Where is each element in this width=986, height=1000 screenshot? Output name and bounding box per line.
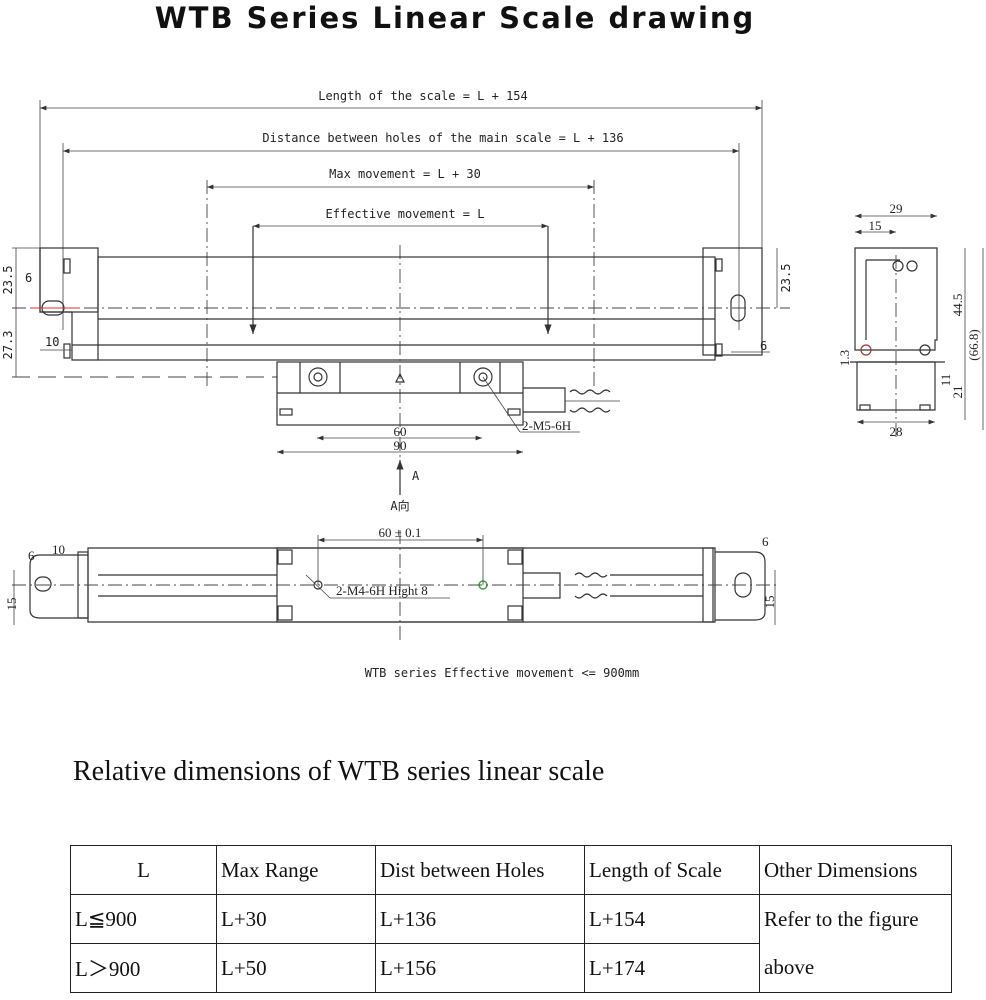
cell-dist-between-holes: L+156 <box>375 943 585 993</box>
dim-90-carriage: 90 <box>394 438 407 453</box>
drawing-title: WTB Series Linear Scale drawing <box>155 1 756 35</box>
dim-15-bottom-right: 15 <box>762 596 777 609</box>
dim-21-side: 21 <box>950 386 965 399</box>
dim-11-side: 11 <box>938 374 953 387</box>
length-of-scale-label: Length of the scale = L + 154 <box>318 89 528 103</box>
header-other-dimensions: Other Dimensions <box>759 845 952 895</box>
dim-23-5-left: 23.5 <box>1 266 15 295</box>
linear-scale-drawing: WTB Series Linear Scale drawing Length o… <box>1 1 984 680</box>
header-length-of-scale: Length of Scale <box>584 845 760 895</box>
view-a-label: A向 <box>390 498 409 513</box>
dim-60-carriage: 60 <box>394 424 407 439</box>
table-row: L≦900 L+30 L+136 L+154 Refer to the figu… <box>70 894 952 993</box>
dim-29-side: 29 <box>890 201 903 216</box>
effective-movement-label: Effective movement = L <box>326 207 485 221</box>
table-row: L＞900 L+50 L+156 L+174 <box>70 943 952 993</box>
side-view: 29 15 44.5 (66.8) 1.3 11 21 28 <box>837 201 984 440</box>
dimensions-table: L Max Range Dist between Holes Length of… <box>70 845 952 993</box>
effective-movement-caption: WTB series Effective movement <= 900mm <box>365 666 640 680</box>
view-a-marker: A <box>412 469 420 483</box>
dim-1-3-side: 1.3 <box>837 350 852 366</box>
table-header-row: L Max Range Dist between Holes Length of… <box>70 845 952 895</box>
top-dimensions: Length of the scale = L + 154 Distance b… <box>39 89 763 390</box>
header-max-range: Max Range <box>216 845 376 895</box>
dim-15-side: 15 <box>869 218 882 233</box>
dim-6-left: 6 <box>25 271 32 285</box>
cell-l: L≦900 <box>70 894 217 944</box>
dim-23-5-right: 23.5 <box>779 264 793 293</box>
cell-length-of-scale: L+154 <box>584 894 760 944</box>
cell-max-range: L+50 <box>216 943 376 993</box>
thread-m5-label: 2-M5-6H <box>522 418 571 433</box>
cell-max-range: L+30 <box>216 894 376 944</box>
dim-10-left: 10 <box>45 335 59 349</box>
dim-28-side: 28 <box>890 424 903 439</box>
bottom-view: 60 ± 0.1 2-M4-6H Hight 8 6 10 15 6 15 <box>4 525 780 640</box>
cell-dist-between-holes: L+136 <box>375 894 585 944</box>
cell-other-dimensions: Refer to the figure above <box>759 894 952 993</box>
dim-15-bottom-left: 15 <box>4 598 19 611</box>
distance-between-holes-label: Distance between holes of the main scale… <box>262 131 623 145</box>
max-movement-label: Max movement = L + 30 <box>329 167 481 181</box>
thread-m4-label: 2-M4-6H Hight 8 <box>336 583 428 598</box>
cell-l: L＞900 <box>70 943 217 993</box>
header-l: L <box>70 845 217 895</box>
dim-6-bottom-right: 6 <box>762 534 769 549</box>
dim-10-bottom: 10 <box>52 542 65 557</box>
front-view: 23.5 27.3 6 10 23.5 6 2-M5-6H 60 90 A A向 <box>1 245 793 513</box>
cell-length-of-scale: L+174 <box>584 943 760 993</box>
dim-6-right: 6 <box>760 339 767 353</box>
dim-27-3-left: 27.3 <box>1 331 15 360</box>
table-heading: Relative dimensions of WTB series linear… <box>73 756 605 787</box>
dim-44-5-side: 44.5 <box>950 294 965 317</box>
dim-66-8-side: (66.8) <box>966 329 981 360</box>
dim-60-tolerance: 60 ± 0.1 <box>379 525 422 540</box>
header-dist-between-holes: Dist between Holes <box>375 845 585 895</box>
dim-6-bottom-left: 6 <box>28 548 35 563</box>
